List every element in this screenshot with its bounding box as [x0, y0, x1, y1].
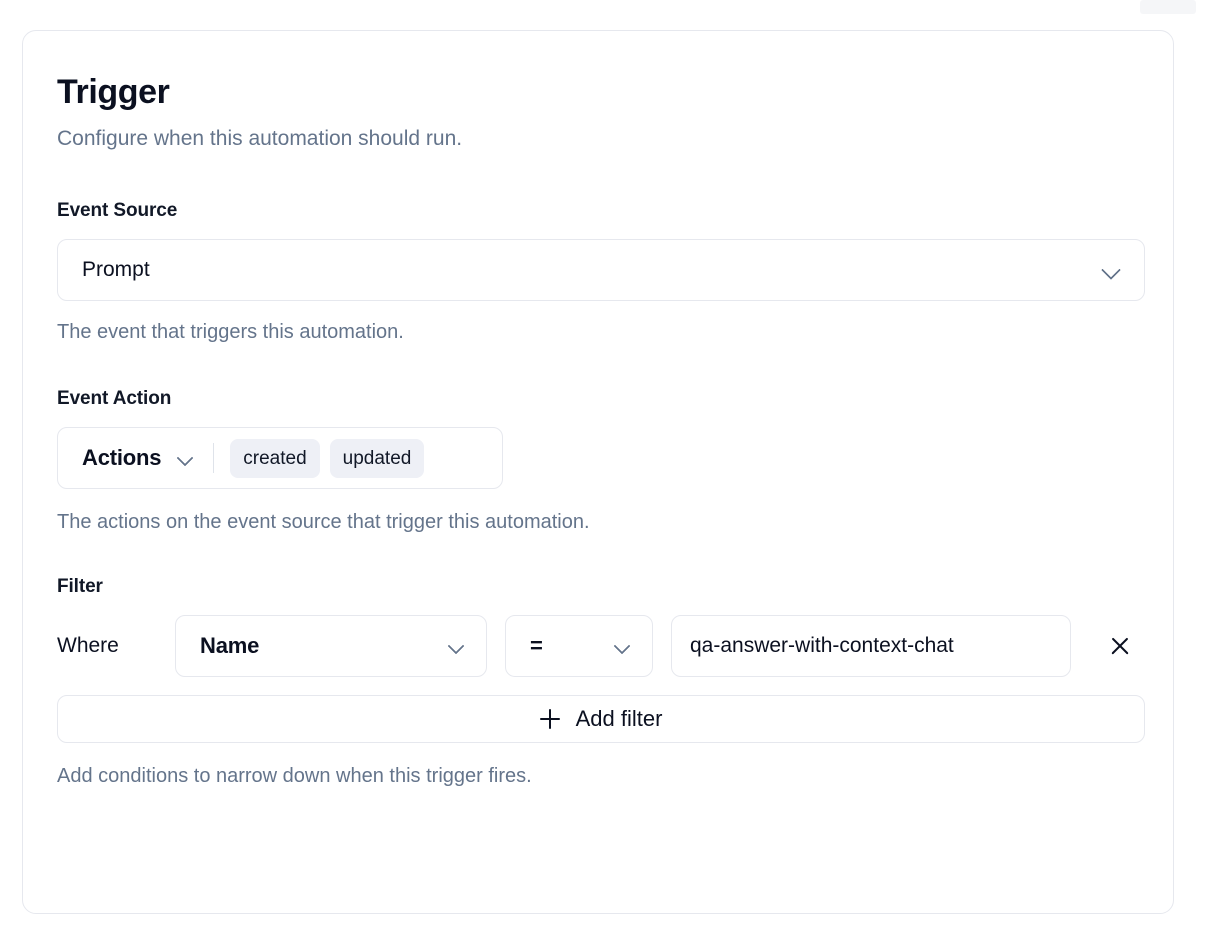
chevron-down-icon — [614, 636, 634, 656]
add-filter-label: Add filter — [575, 706, 663, 731]
filter-field-value: Name — [200, 633, 260, 658]
trigger-card: Trigger Configure when this automation s… — [22, 30, 1174, 914]
event-source-value: Prompt — [82, 258, 150, 281]
event-action-chips: created updated — [230, 438, 425, 478]
event-source-label: Event Source — [57, 200, 178, 221]
add-filter-button[interactable]: Add filter — [57, 695, 1145, 743]
event-action-control: Actions created updated — [57, 427, 503, 489]
scrollbar-artifact[interactable] — [1140, 0, 1196, 14]
event-action-section: Event Action Actions created updated The… — [57, 387, 1139, 535]
filter-label: Filter — [57, 576, 103, 597]
event-action-dropdown[interactable]: Actions — [82, 445, 197, 471]
divider — [213, 443, 215, 473]
plus-icon — [539, 709, 560, 729]
event-source-section: Event Source Prompt The event that trigg… — [57, 199, 1145, 345]
chip-created[interactable]: created — [230, 438, 320, 478]
filter-help: Add conditions to narrow down when this … — [57, 765, 532, 787]
event-action-label: Event Action — [57, 388, 172, 409]
filter-value-input[interactable]: qa-answer-with-context-chat — [671, 615, 1071, 677]
chevron-down-icon — [1102, 260, 1122, 280]
page-title: Trigger — [57, 73, 170, 111]
filter-row: Where Name = qa-answer-with-context-chat — [57, 615, 1139, 677]
event-action-dropdown-label: Actions — [82, 445, 162, 470]
filter-section: Filter Where Name = qa-answer-with-conte… — [57, 575, 1145, 789]
chip-updated[interactable]: updated — [329, 438, 425, 478]
event-action-help: The actions on the event source that tri… — [57, 511, 590, 533]
page-subtitle: Configure when this automation should ru… — [57, 127, 463, 150]
remove-filter-button[interactable] — [1103, 629, 1137, 663]
filter-operator-value: = — [530, 633, 543, 658]
chevron-down-icon — [448, 636, 468, 656]
chevron-down-icon — [177, 448, 197, 468]
event-source-help: The event that triggers this automation. — [57, 321, 404, 343]
close-icon — [1109, 635, 1131, 657]
event-source-select[interactable]: Prompt — [57, 239, 1145, 301]
filter-operator-select[interactable]: = — [505, 615, 653, 677]
where-label: Where — [57, 634, 119, 657]
filter-field-select[interactable]: Name — [175, 615, 487, 677]
